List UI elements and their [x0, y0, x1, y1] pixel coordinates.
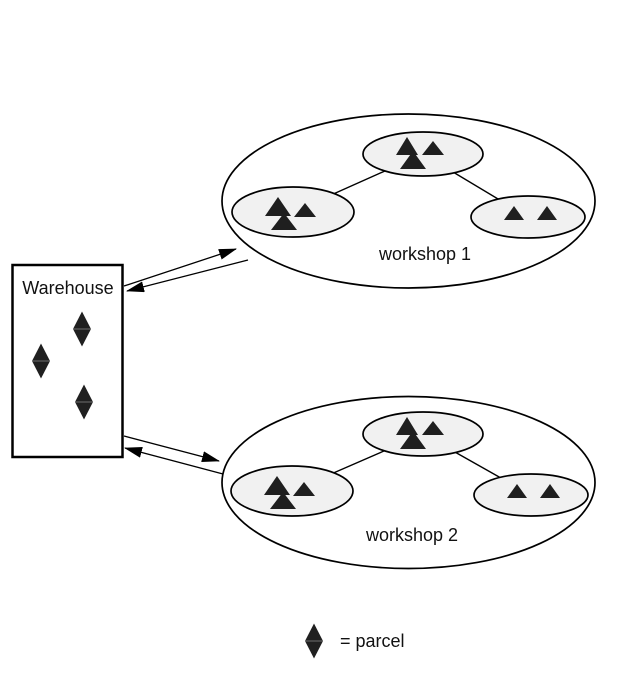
legend-label: = parcel [340, 631, 405, 651]
warehouse-parcels [32, 311, 93, 420]
part-icon [396, 417, 418, 435]
legend: = parcel [305, 623, 405, 659]
part-icon [293, 482, 315, 496]
workshop-1: workshop 1 [221, 113, 596, 289]
parcel-icon [305, 623, 323, 659]
workshop-2-boundary [221, 395, 596, 570]
part-icon [400, 151, 426, 169]
part-icon [540, 484, 560, 498]
part-icon [396, 137, 418, 155]
parcel-icon [75, 384, 93, 420]
part-icon [264, 476, 290, 495]
work-cell-right [473, 473, 589, 517]
part-icon [422, 141, 444, 155]
part-icon [422, 421, 444, 435]
arrow-warehouse-to-workshop-1 [123, 248, 237, 287]
parcel-icon [32, 343, 50, 379]
warehouse-box [11, 263, 124, 459]
part-icon [537, 206, 557, 220]
part-icon [507, 484, 527, 498]
workshop-2-label: workshop 2 [365, 525, 458, 545]
workshop-2: workshop 2 [221, 395, 596, 570]
work-cell-left [230, 465, 354, 517]
parcel-icon [73, 311, 91, 347]
part-icon [400, 431, 426, 449]
warehouse-label: Warehouse [22, 278, 113, 298]
workshop-1-label: workshop 1 [378, 244, 471, 264]
work-cell-left [231, 186, 355, 238]
arrow-workshop-2-to-warehouse [124, 447, 224, 475]
part-icon [271, 213, 297, 230]
work-cell-top [362, 411, 484, 457]
workshop-1-boundary [221, 113, 596, 289]
flow-arrows [123, 248, 249, 475]
arrow-warehouse-to-workshop-2 [123, 435, 220, 462]
work-cell-top [362, 131, 484, 177]
part-icon [294, 203, 316, 217]
arrow-workshop-1-to-warehouse [126, 259, 249, 293]
warehouse: Warehouse [11, 263, 124, 459]
work-cell-right [470, 195, 586, 239]
part-icon [504, 206, 524, 220]
part-icon [265, 197, 291, 216]
part-icon [270, 492, 296, 509]
